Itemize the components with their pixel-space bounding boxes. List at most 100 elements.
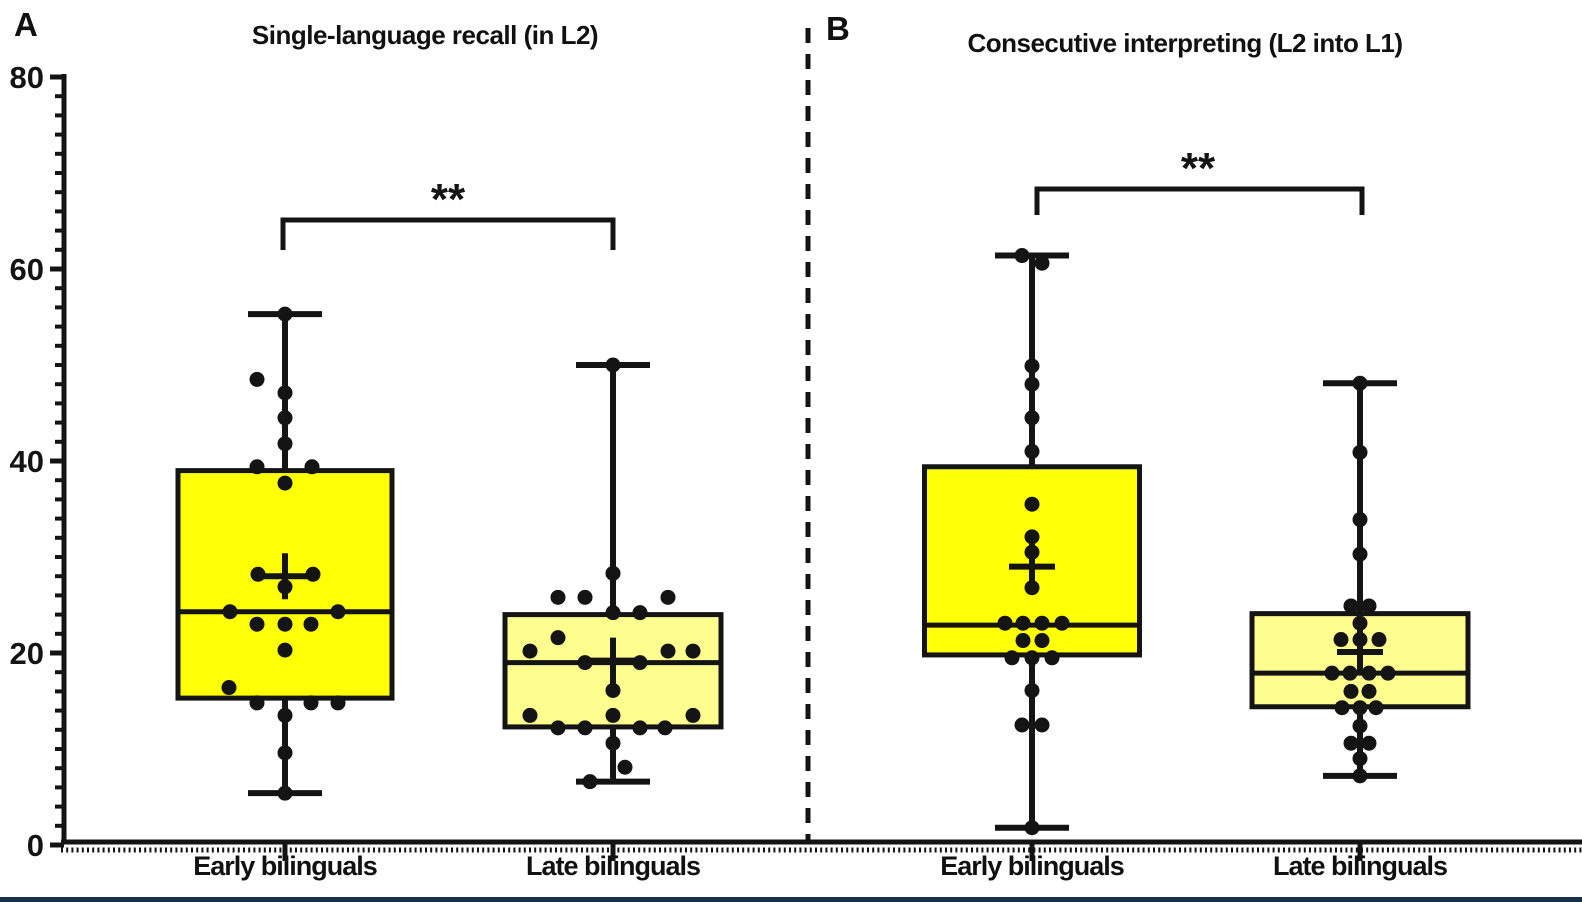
data-point [249, 616, 265, 632]
panel-b-title: Consecutive interpreting (L2 into L1) [967, 28, 1403, 58]
data-point [617, 759, 633, 775]
data-point [605, 735, 621, 751]
x-label-panel-b-early-bilinguals: Early bilinguals [940, 851, 1125, 881]
data-point [1352, 718, 1368, 734]
data-point [1015, 615, 1031, 631]
y-tick-label: 20 [10, 636, 44, 671]
data-point [660, 643, 676, 659]
data-point [1024, 443, 1040, 459]
panel-a-label: A [14, 6, 38, 43]
data-point [277, 642, 293, 658]
data-point [550, 720, 566, 736]
data-point [1368, 700, 1384, 716]
data-point [1380, 665, 1396, 681]
data-point [522, 707, 538, 723]
panel-a-title: Single-language recall (in L2) [251, 20, 599, 50]
data-point [582, 774, 598, 790]
significance-bracket [1034, 186, 1365, 215]
data-point [577, 720, 593, 736]
data-point [605, 605, 621, 621]
data-point [1034, 255, 1050, 271]
data-point [1034, 717, 1050, 733]
data-point [657, 720, 673, 736]
data-point [605, 565, 621, 581]
significance-bracket [280, 217, 616, 250]
data-point [1024, 820, 1040, 836]
data-point [1361, 665, 1377, 681]
data-point [660, 589, 676, 605]
data-point [277, 385, 293, 401]
data-point [277, 306, 293, 322]
y-tick-label: 60 [10, 252, 44, 287]
data-point [1361, 598, 1377, 614]
data-point [550, 630, 566, 646]
x-label-panel-a-late-bilinguals: Late bilinguals [525, 851, 701, 881]
data-point [249, 371, 265, 387]
data-point [330, 604, 346, 620]
data-point [277, 579, 293, 595]
data-point [1342, 665, 1358, 681]
data-point [249, 695, 265, 711]
data-point [577, 655, 593, 671]
data-point [685, 643, 701, 659]
data-point [1343, 598, 1359, 614]
data-point [1044, 650, 1060, 666]
data-point [1352, 751, 1368, 767]
data-point [1034, 615, 1050, 631]
data-point [1352, 768, 1368, 784]
data-point [1343, 735, 1359, 751]
data-point [1024, 496, 1040, 512]
data-point [1352, 512, 1368, 528]
data-point [1352, 375, 1368, 391]
data-point [997, 615, 1013, 631]
panel-b-label: B [826, 10, 850, 47]
y-tick-label: 40 [10, 444, 44, 479]
y-tick-label: 0 [27, 828, 44, 863]
data-point [277, 745, 293, 761]
data-point [1024, 682, 1040, 698]
data-point [605, 707, 621, 723]
data-point [1004, 650, 1020, 666]
data-point [632, 720, 648, 736]
data-point [1024, 410, 1040, 426]
data-point [1352, 615, 1368, 631]
x-label-panel-a-early-bilinguals: Early bilinguals [193, 851, 378, 881]
data-point [1352, 546, 1368, 562]
data-point [1024, 358, 1040, 374]
data-point [550, 589, 566, 605]
data-point [1361, 683, 1377, 699]
data-point [605, 682, 621, 698]
data-point [577, 589, 593, 605]
data-point [277, 436, 293, 452]
data-point [1024, 376, 1040, 392]
data-point [1361, 735, 1377, 751]
data-point [305, 566, 321, 582]
data-point [221, 680, 237, 696]
data-point [1352, 632, 1368, 648]
data-point [1352, 700, 1368, 716]
data-point [303, 695, 319, 711]
figure-bottom-border [0, 897, 1582, 902]
data-point [1014, 248, 1030, 264]
y-tick-label: 80 [10, 60, 44, 95]
data-point [277, 475, 293, 491]
data-point [1343, 683, 1359, 699]
data-point [1334, 700, 1350, 716]
data-point [685, 707, 701, 723]
data-point [330, 695, 346, 711]
data-point [277, 707, 293, 723]
data-point [1352, 444, 1368, 460]
data-point [1024, 650, 1040, 666]
data-point [1024, 580, 1040, 596]
x-label-panel-b-late-bilinguals: Late bilinguals [1272, 851, 1448, 881]
significance-stars: ** [431, 175, 466, 224]
data-point [222, 604, 238, 620]
significance-stars: ** [1181, 144, 1216, 193]
data-point [250, 566, 266, 582]
data-point [1371, 632, 1387, 648]
data-point [303, 616, 319, 632]
data-point [277, 616, 293, 632]
data-point [277, 410, 293, 426]
